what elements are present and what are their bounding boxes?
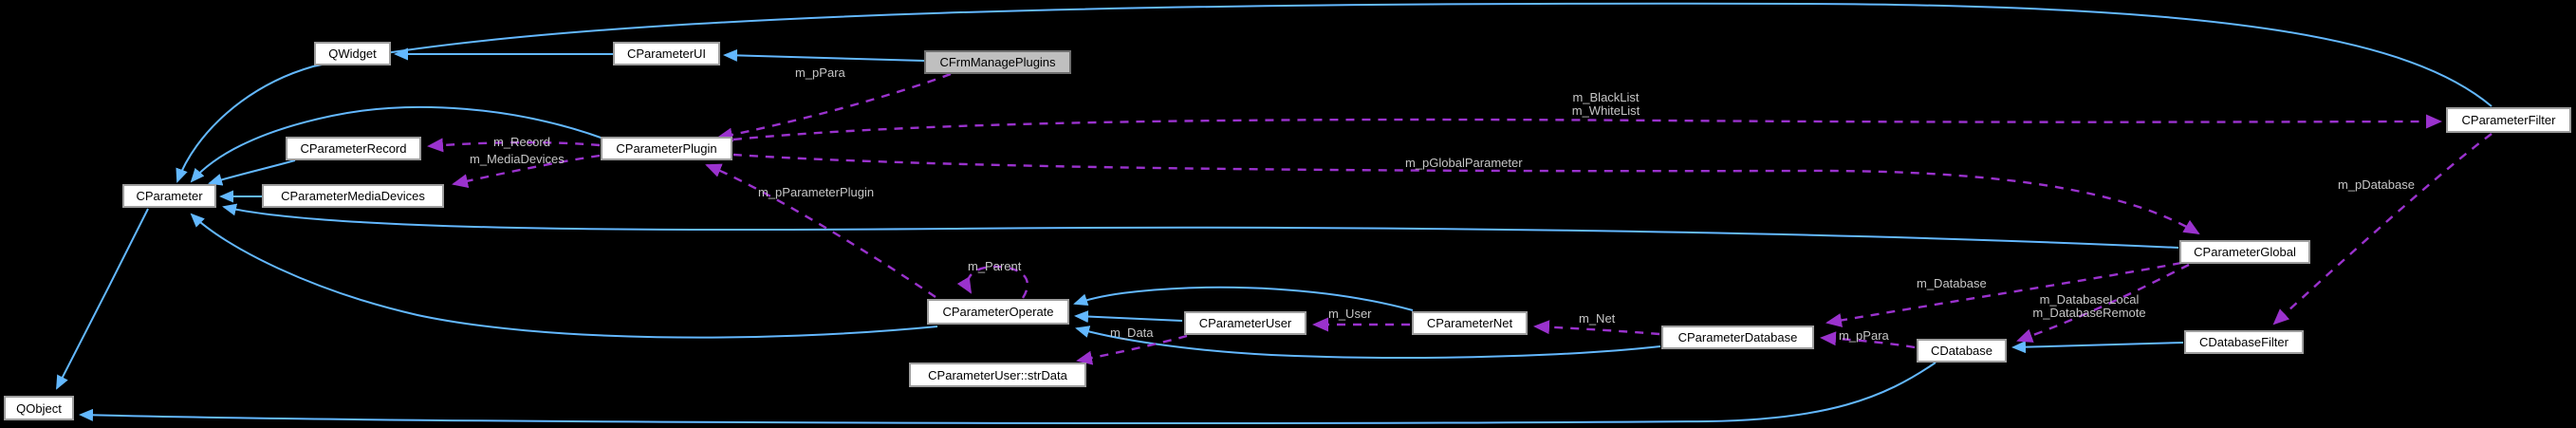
class-node-cparameteruser-strdata[interactable]: CParameterUser::strData (909, 363, 1086, 387)
edge-inheritance-cparameteruser-cparameteroperate (1074, 310, 1183, 324)
class-node-cparameterglobal[interactable]: CParameterGlobal (2179, 240, 2310, 264)
edge-usage-m-databaselocal-remote-cparameterglobal-cdatabase (2016, 263, 2190, 343)
edge-usage-m-parent-self-loop (956, 265, 1029, 299)
class-node-cparameterrecord[interactable]: CParameterRecord (286, 137, 421, 160)
edge-label-m-user: m_User (1328, 307, 1372, 321)
edge-label-m-pglobalparameter: m_pGlobalParameter (1405, 156, 1523, 170)
edge-label-m-databaselocal-remote: m_DatabaseLocal m_DatabaseRemote (2019, 293, 2159, 320)
edge-usage-m-mediadevices-cparameterplugin-cparametermediadevices (452, 154, 601, 189)
edge-usage-m-blacklist-whitelist-cparameterplugin-cparameterfilter (732, 114, 2442, 141)
edge-label-m-data: m_Data (1110, 326, 1154, 340)
edge-label-m-databaselocal: m_DatabaseLocal (2039, 292, 2140, 307)
class-node-cparameteruser[interactable]: CParameterUser (1184, 311, 1307, 335)
edge-usage-m-ppara-cdatabase-cparameterdatabase (1820, 331, 1916, 349)
edge-inheritance-cdatabasefilter-cdatabase (2011, 341, 2184, 354)
edge-usage-m-record-cparameterplugin-cparameterrecord (427, 138, 601, 153)
edge-inheritance-cparameteroperate-cparameter (190, 213, 938, 339)
class-node-cdatabasefilter[interactable]: CDatabaseFilter (2184, 330, 2304, 354)
edge-usage-m-pglobalparameter-cparameterplugin-cparameterglobal (732, 153, 2200, 235)
edge-usage-m-data-cparameteruser-strdata (1076, 334, 1188, 365)
edge-usage-m-pparameterplugin-cparameteroperate-cparameterplugin (705, 163, 936, 298)
edge-label-m-ppara-database: m_pPara (1839, 328, 1889, 343)
class-node-cparameterui[interactable]: CParameterUI (613, 42, 720, 65)
class-node-qwidget[interactable]: QWidget (314, 42, 391, 65)
edge-inheritance-cparameter-qobject (56, 208, 149, 390)
class-node-cparameternet[interactable]: CParameterNet (1412, 311, 1528, 335)
class-node-cparameteroperate[interactable]: CParameterOperate (927, 299, 1069, 325)
edge-label-m-mediadevices: m_MediaDevices (470, 152, 565, 166)
edge-inheritance-cfrmmanageplugins-cparameterui (723, 48, 925, 62)
edge-usage-m-database-cparameterglobal-cparameterdatabase (1825, 261, 2182, 327)
edge-inheritance-cparameterplugin-cparameter (190, 105, 604, 183)
edge-inheritance-cparameterfilter-cparameter (176, 2, 2493, 183)
edge-label-m-ppara-plugin: m_pPara (795, 65, 845, 80)
class-node-qobject[interactable]: QObject (4, 396, 74, 420)
edge-label-m-blacklist-whitelist: m_BlackList m_WhiteList (1561, 91, 1651, 118)
edge-usage-m-ppara-cfrmmanageplugins-cparameterplugin (716, 72, 952, 142)
edge-label-m-databaseremote: m_DatabaseRemote (2032, 306, 2146, 320)
edge-label-m-whitelist: m_WhiteList (1571, 103, 1640, 118)
edge-label-m-blacklist: m_BlackList (1572, 90, 1640, 104)
edge-inheritance-cparameterglobal-cparameter (222, 203, 2179, 249)
class-node-cparametermediadevices[interactable]: CParameterMediaDevices (262, 184, 444, 208)
class-node-cfrmmanageplugins: CFrmManagePlugins (924, 50, 1071, 74)
class-node-cparameterfilter[interactable]: CParameterFilter (2446, 107, 2571, 133)
edge-usage-m-pdatabase-cparameterfilter-cdatabasefilter (2272, 133, 2493, 326)
edge-inheritance-cparameternet-cparameteroperate (1073, 286, 1414, 311)
edge-usage-m-net-cparameterdatabase-cparameternet (1533, 320, 1660, 336)
edge-label-m-parent: m_Parent (968, 259, 1022, 273)
class-node-cparameter[interactable]: CParameter (122, 184, 216, 208)
edge-label-m-pdatabase: m_pDatabase (2338, 177, 2415, 192)
edge-inheritance-cparameterrecord-cparameter (208, 159, 296, 186)
class-node-cdatabase[interactable]: CDatabase (1917, 339, 2007, 363)
edge-label-m-database: m_Database (1917, 276, 1987, 290)
edge-label-m-net: m_Net (1579, 311, 1616, 326)
class-node-cparameterplugin[interactable]: CParameterPlugin (601, 137, 732, 160)
edge-label-m-record: m_Record (493, 135, 550, 149)
edge-inheritance-cparameterdatabase-cparameteroperate (1075, 326, 1661, 359)
edge-inheritance-cdatabase-qobject (79, 362, 1937, 424)
class-node-cparameterdatabase[interactable]: CParameterDatabase (1661, 326, 1814, 349)
edge-label-m-pparameterplugin: m_pParameterPlugin (758, 185, 875, 199)
